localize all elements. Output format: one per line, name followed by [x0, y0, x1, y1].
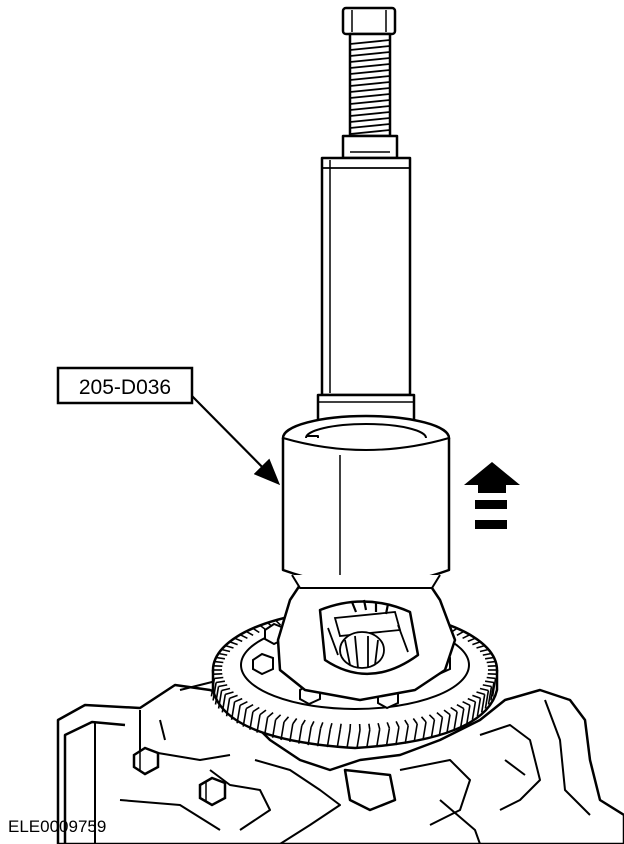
bolt-head [341, 6, 397, 36]
callout-box [56, 366, 194, 405]
puller-body [320, 156, 412, 397]
upward-direction-arrow [464, 462, 520, 529]
figure-reference: ELE0009759 [8, 817, 106, 836]
housing-bolt-left [132, 746, 160, 776]
housing-bolt-center [198, 776, 227, 807]
tool-205-d036-puller [281, 6, 451, 589]
nut [341, 134, 399, 160]
rod-threads [349, 39, 391, 135]
callout-leader-arrow [191, 395, 281, 486]
tool-callout: 205-D036 [56, 366, 281, 486]
sleeve-body [281, 438, 451, 587]
callout-tool-number: 205-D036 [79, 376, 171, 399]
differential-gears [327, 599, 409, 669]
transmission-housing [56, 679, 624, 844]
